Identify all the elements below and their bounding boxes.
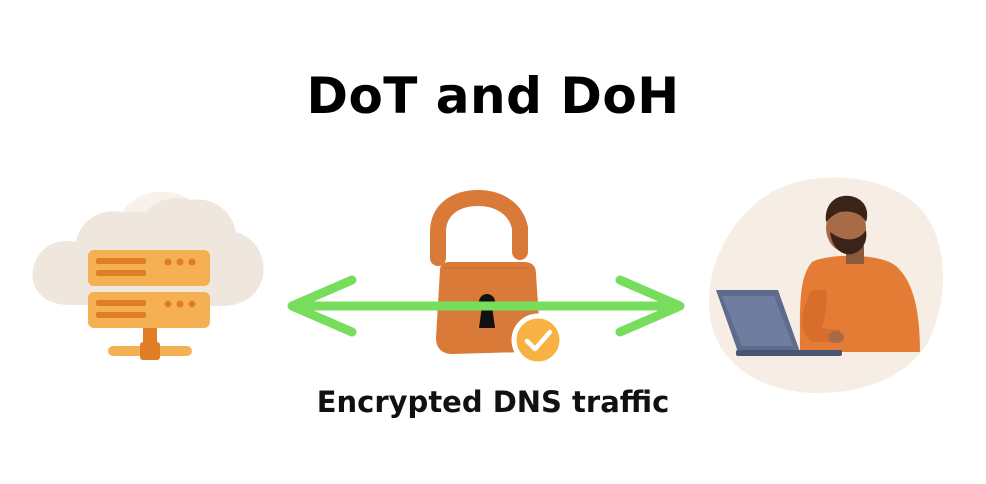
person-laptop-icon — [709, 177, 943, 394]
cloud-shape — [32, 191, 264, 306]
server-unit-bottom — [88, 292, 210, 328]
server-unit-top — [88, 250, 210, 286]
cloud-server-icon — [32, 191, 264, 360]
double-arrow-connector — [287, 275, 685, 337]
arrow-head-right — [615, 275, 685, 337]
diagram-title: DoT and DoH — [306, 67, 680, 125]
check-badge-icon — [511, 313, 565, 367]
diagram-caption: Encrypted DNS traffic — [316, 385, 670, 419]
server-rack — [88, 250, 210, 360]
laptop-icon — [716, 290, 842, 356]
keyhole — [479, 294, 495, 328]
person-shirt — [799, 255, 920, 352]
arrow-head-left — [287, 275, 357, 337]
